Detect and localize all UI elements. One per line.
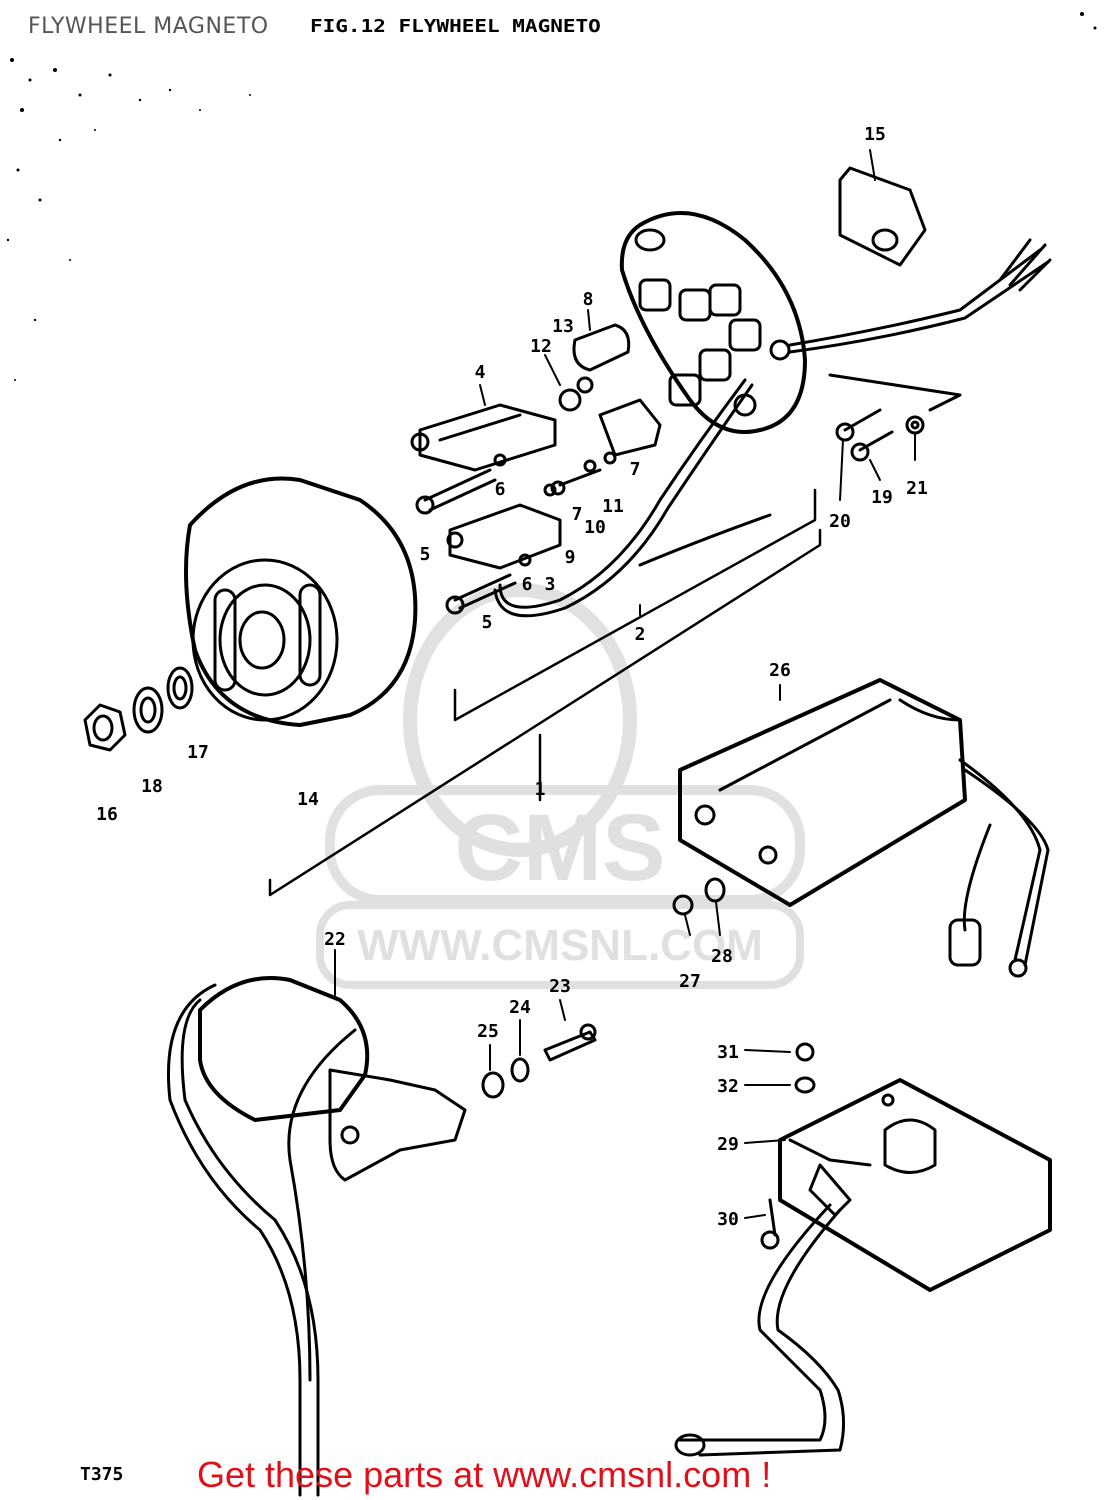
scan-noise: [6, 12, 1097, 381]
lighting-coil: [410, 403, 557, 472]
stator-wire-harness: [493, 238, 1052, 618]
callout: 1: [535, 779, 546, 800]
callout: 14: [297, 789, 319, 810]
callout: 12: [530, 336, 552, 357]
callout-numbers: 1 2 3 4 5 5 6 6 7 7 8 9 10 11 12 13 14 1…: [96, 124, 928, 1230]
flywheel-rotor: [184, 476, 418, 727]
callout: 17: [187, 742, 209, 763]
callout: 2: [635, 624, 646, 645]
callout: 4: [475, 362, 486, 383]
condenser: [572, 323, 631, 372]
contact-breaker: [558, 376, 662, 457]
lead-wire-grommet: [838, 166, 927, 267]
callout: 26: [769, 660, 791, 681]
callout: 18: [141, 776, 163, 797]
callout: 11: [602, 496, 624, 517]
callout: 28: [711, 946, 733, 967]
callout: 7: [630, 459, 641, 480]
stator-plate: [619, 211, 807, 434]
callout: 25: [477, 1021, 499, 1042]
ignition-coil: [166, 976, 467, 1497]
rectifier: [678, 678, 1050, 978]
callout: 31: [717, 1042, 739, 1063]
regulator-unit: [674, 1042, 1052, 1457]
callout: 23: [549, 976, 571, 997]
callout: 6: [495, 479, 506, 500]
callout: 22: [324, 929, 346, 950]
coil-mount-hardware: [481, 1023, 597, 1099]
buy-parts-link[interactable]: Get these parts at www.cmsnl.com !: [197, 1454, 772, 1495]
ignition-coil-plate: [446, 503, 562, 570]
watermark-logo-text: CMS: [454, 795, 665, 901]
figure-caption: FIG.12 FLYWHEEL MAGNETO: [310, 15, 601, 37]
callout: 15: [864, 124, 886, 145]
callout: 8: [583, 289, 594, 310]
callout: 30: [717, 1209, 739, 1230]
callout: 20: [829, 511, 851, 532]
callout: 10: [584, 517, 606, 538]
callout: 19: [871, 487, 893, 508]
callout: 21: [906, 478, 928, 499]
callout: 32: [717, 1076, 739, 1097]
watermark-url-text: WWW.CMSNL.COM: [357, 921, 763, 970]
rectifier-screw: [672, 877, 726, 916]
callout: 24: [509, 997, 531, 1018]
callout: 13: [552, 316, 574, 337]
callout: 5: [420, 544, 431, 565]
callout: 3: [545, 574, 556, 595]
callout: 27: [679, 971, 701, 992]
diagram-title: FLYWHEEL MAGNETO: [28, 14, 269, 39]
callout: 5: [482, 612, 493, 633]
callout: 16: [96, 804, 118, 825]
rotor-nut-washers: [83, 666, 194, 752]
callout: 9: [565, 547, 576, 568]
assembly-brackets: [268, 488, 822, 897]
stator-screws: [828, 373, 962, 462]
cms-watermark: CMS WWW.CMSNL.COM: [316, 583, 805, 989]
leader-lines: [334, 149, 916, 1219]
screws: [415, 451, 617, 615]
callout: 29: [717, 1134, 739, 1155]
callout: 7: [572, 504, 583, 525]
callout: 6: [522, 574, 533, 595]
page-code: T375: [80, 1464, 124, 1485]
